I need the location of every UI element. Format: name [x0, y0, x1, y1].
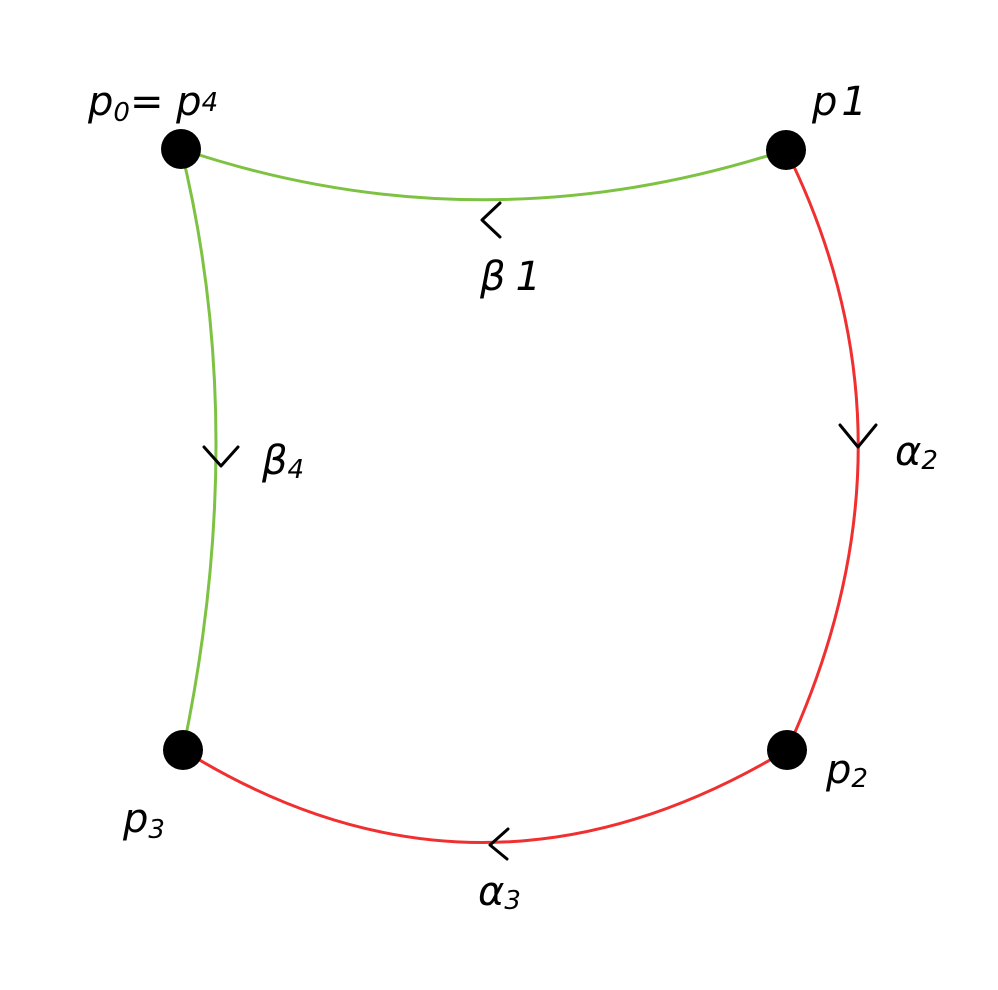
point-p0	[161, 129, 201, 169]
label-alpha3: α3	[478, 869, 521, 916]
label-p3: p3	[122, 796, 165, 845]
point-p1	[766, 130, 806, 170]
label-p0-equals-p4: p0= p4	[87, 79, 218, 128]
arrow-down-icon	[838, 423, 878, 449]
label-beta4: β4	[261, 438, 304, 485]
curve-alpha3	[182, 748, 788, 844]
point-p3	[163, 730, 203, 770]
label-p2: p2	[825, 747, 868, 794]
curve-beta1	[180, 147, 787, 202]
arrow-left-icon	[480, 201, 502, 239]
arrow-left-icon	[488, 827, 510, 861]
label-alpha2: α2	[895, 429, 938, 476]
point-p2	[767, 730, 807, 770]
arrow-down-icon	[202, 445, 240, 468]
curve-alpha2	[784, 149, 860, 751]
curve-beta4	[179, 148, 218, 751]
